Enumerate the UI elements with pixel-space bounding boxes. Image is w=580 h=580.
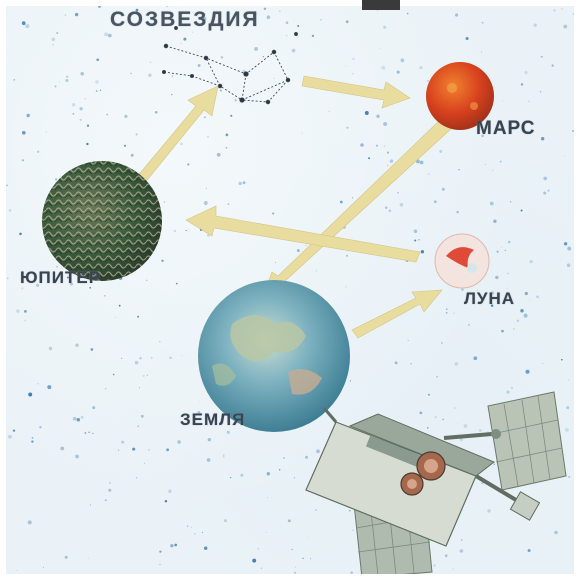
arrow-mars-to-earth: [262, 118, 452, 298]
moon-planet: [435, 234, 489, 288]
arrow-jupiter-to-constellation: [136, 86, 218, 184]
constellations-title: СОЗВЕЗДИЯ: [110, 8, 260, 32]
space-station: [306, 392, 566, 574]
arrow-constellation-to-mars: [302, 76, 410, 108]
jupiter-planet: [42, 161, 162, 281]
earth-label: ЗЕМЛЯ: [180, 410, 245, 430]
mars-label: МАРС: [476, 118, 535, 140]
arrow-earth-to-moon: [352, 290, 442, 338]
constellation-figure: [162, 27, 297, 104]
moon-label: ЛУНА: [464, 289, 515, 309]
jupiter-label: ЮПИТЕР: [20, 268, 101, 288]
poster-clip: [362, 0, 400, 10]
space-poster: СОЗВЕЗДИЯ МАРС ЮПИТЕР ЛУНА ЗЕМЛЯ: [6, 6, 574, 574]
